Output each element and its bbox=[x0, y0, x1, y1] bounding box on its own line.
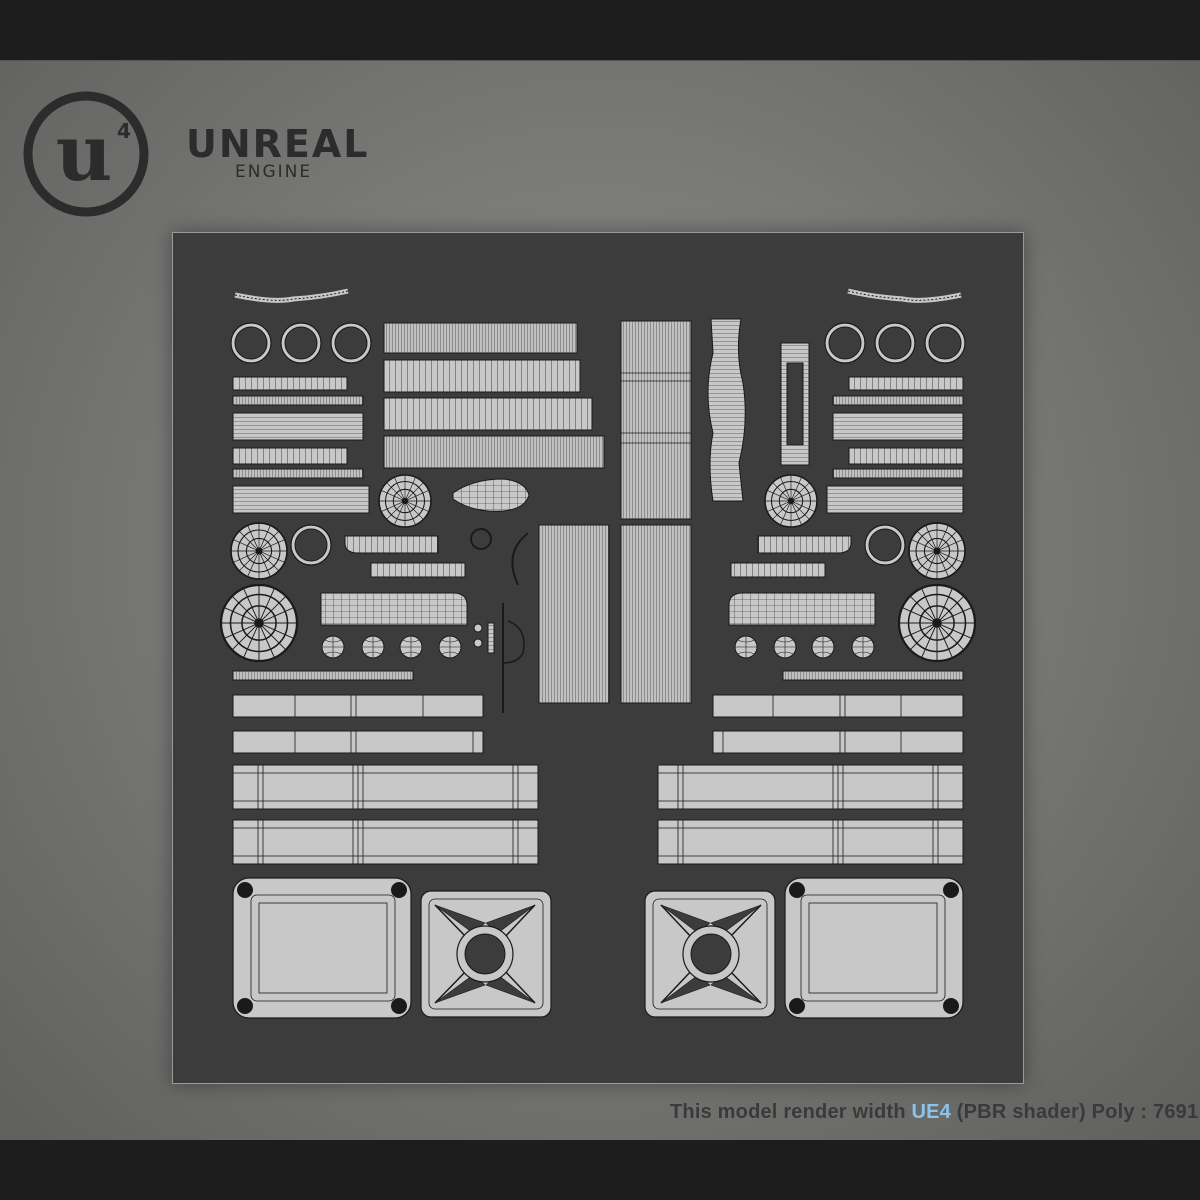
render-caption: This model render width UE4 (PBR shader)… bbox=[670, 1101, 1198, 1124]
bottom-bar bbox=[0, 1140, 1200, 1200]
top-bar bbox=[0, 0, 1200, 60]
logo-subtitle: ENGINE bbox=[235, 162, 313, 182]
caption-accent-ue4: UE4 bbox=[911, 1101, 952, 1123]
logo-title: UNREAL bbox=[186, 122, 370, 166]
svg-text:4: 4 bbox=[117, 119, 131, 143]
caption-text-after: (PBR shader) Poly : 7691 bbox=[951, 1101, 1199, 1123]
caption-text-before: This model render width bbox=[670, 1101, 912, 1123]
uv-wireframe-map bbox=[173, 233, 1023, 1083]
uv-map-panel bbox=[172, 232, 1024, 1084]
unreal-engine-logo: u 4 UNREAL ENGINE bbox=[20, 88, 400, 228]
unreal-emblem-icon: u 4 bbox=[23, 91, 149, 217]
svg-text:u: u bbox=[56, 108, 113, 199]
